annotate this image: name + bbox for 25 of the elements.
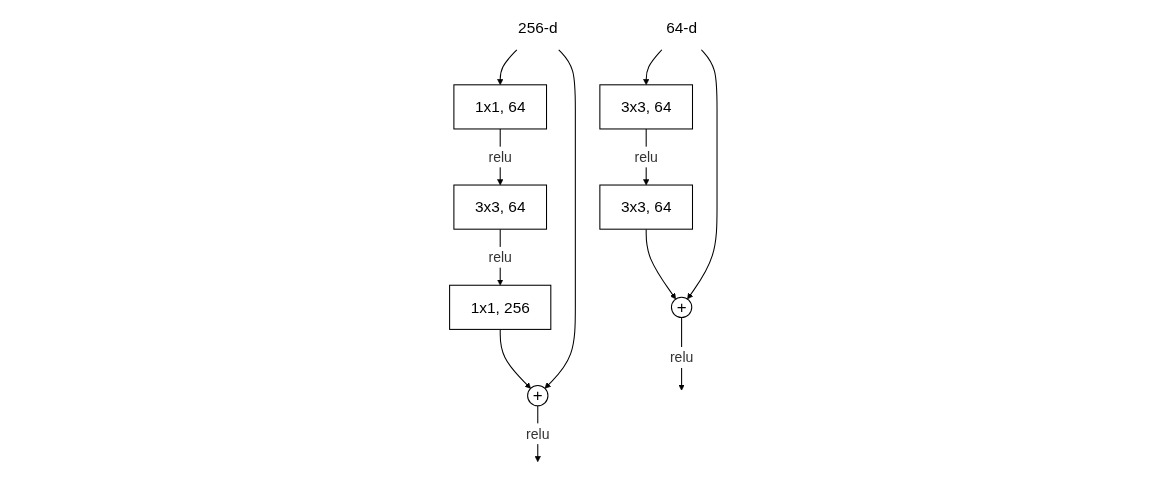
edge-label: relu <box>526 426 550 442</box>
node-circle: + <box>671 296 693 318</box>
arrow <box>499 328 532 389</box>
arrow <box>534 405 541 463</box>
edge-label: relu <box>634 149 659 165</box>
node-box: 3x3, 64 <box>453 184 548 230</box>
edge-label: relu <box>488 249 513 265</box>
arrow <box>497 128 504 186</box>
node-circle: + <box>527 384 549 407</box>
arrow <box>497 228 504 286</box>
node-box: 3x3, 64 <box>599 84 694 130</box>
edge-label: relu <box>488 149 513 165</box>
node-text: 256-d <box>518 18 558 37</box>
arrow <box>687 49 718 300</box>
node-box: 1x1, 64 <box>453 84 548 130</box>
arrow <box>544 49 577 389</box>
node-text: 64-d <box>666 18 698 37</box>
arrow <box>645 228 677 300</box>
arrow <box>643 49 663 86</box>
arrow <box>643 128 650 186</box>
node-box: 3x3, 64 <box>599 184 694 230</box>
arrow <box>678 316 685 391</box>
edge-label: relu <box>670 349 694 366</box>
arrow <box>497 49 518 86</box>
node-box: 1x1, 256 <box>449 284 552 330</box>
